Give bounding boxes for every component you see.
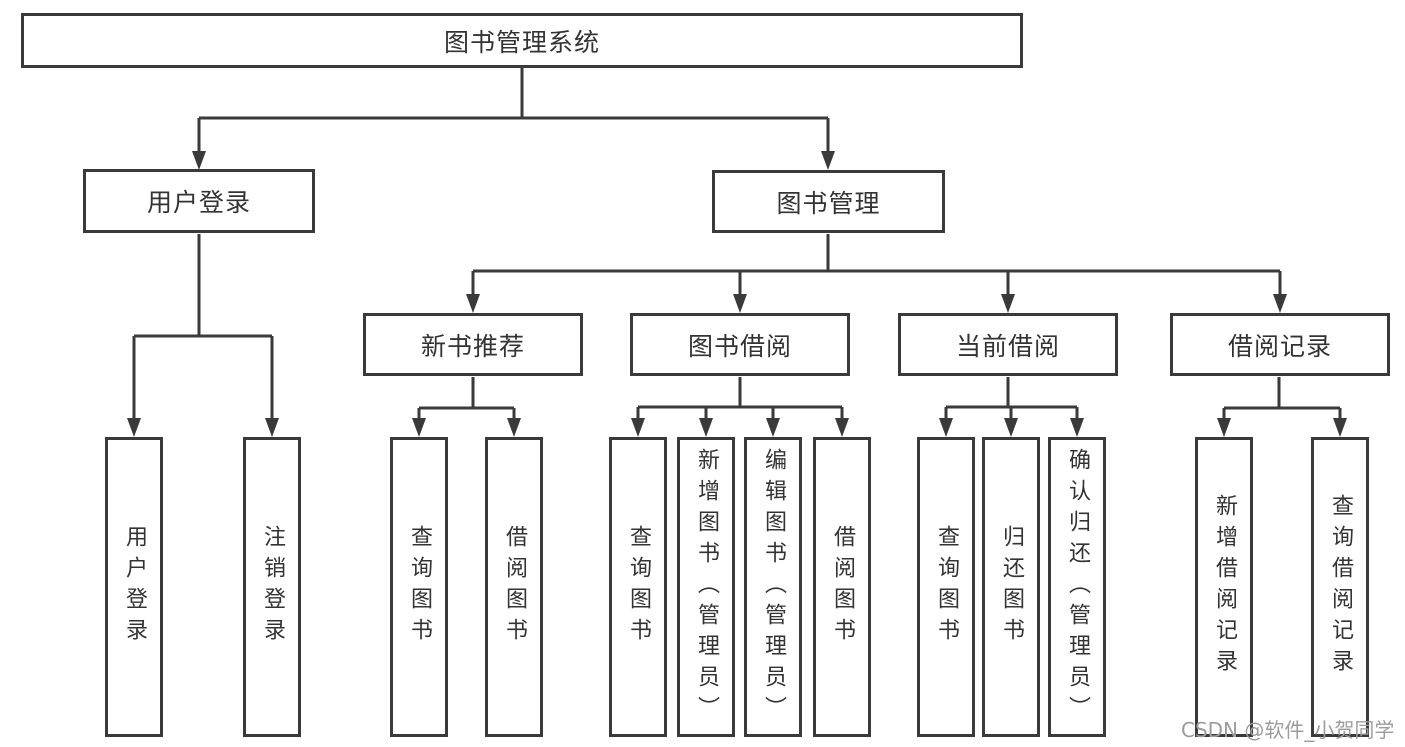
edge-bookmgmt-to-level3 [471,234,1282,296]
edge-bookborrow-to-leaves [636,377,844,420]
arrow-icon [1070,418,1084,437]
leaf-add-borrow-record: 新增借阅记录 [1195,437,1253,737]
arrow-icon [939,418,953,437]
edge-root-to-level2 [197,67,830,152]
arrow-icon [466,294,480,313]
leaf-logout: 注销登录 [243,437,301,737]
leaf-confirm-return-admin: 确认归还（管理员） [1048,437,1106,737]
arrow-icon [1217,418,1231,437]
arrow-icon [733,294,747,313]
leaf-borrow-books-recommend: 借阅图书 [485,437,543,737]
node-book-management: 图书管理 [712,170,945,233]
csdn-watermark: CSDN @软件_小贺同学 [1181,718,1395,742]
arrow-icon [835,418,849,437]
leaf-query-books-recommend: 查询图书 [390,437,448,737]
arrow-icon [507,418,521,437]
arrow-icon [1004,418,1018,437]
node-book-borrowing-label: 图书借阅 [687,331,792,361]
leaf-query-books-borrowing: 查询图书 [609,437,667,737]
arrow-icon [1001,294,1015,313]
node-borrowing-records-label: 借阅记录 [1227,331,1332,361]
node-new-book-recommend: 新书推荐 [363,313,583,376]
arrow-icon [631,418,645,437]
arrow-icon [412,418,426,437]
node-book-management-label: 图书管理 [776,188,881,218]
arrow-icon [699,418,713,437]
arrow-icon [1273,294,1287,313]
node-book-borrowing: 图书借阅 [630,313,850,376]
node-root: 图书管理系统 [21,13,1023,68]
node-user-login: 用户登录 [83,169,315,233]
leaf-return-book: 归还图书 [982,437,1040,737]
node-borrowing-records: 借阅记录 [1170,313,1390,376]
arrowheads [127,151,1347,437]
edge-newbookrec-to-leaves [417,377,516,420]
leaf-user-login: 用户登录 [105,437,163,737]
node-current-borrowing: 当前借阅 [898,313,1118,376]
arrow-icon [265,418,279,437]
edge-borrowrecords-to-leaves [1222,377,1342,420]
arrow-icon [1333,418,1347,437]
arrow-icon [821,151,835,170]
node-user-login-label: 用户登录 [146,188,251,217]
leaf-query-books-current: 查询图书 [917,437,975,737]
arrow-icon [127,418,141,437]
leaf-query-borrow-record: 查询借阅记录 [1311,437,1369,737]
edge-currentborrow-to-leaves [944,377,1079,420]
leaf-borrow-books: 借阅图书 [813,437,871,737]
edge-userlogin-to-leaves [132,234,274,420]
node-root-label: 图书管理系统 [443,27,600,57]
node-new-book-recommend-label: 新书推荐 [420,331,525,361]
leaf-edit-book-admin: 编辑图书（管理员） [744,437,802,737]
node-current-borrowing-label: 当前借阅 [955,331,1060,361]
leaf-add-book-admin: 新增图书（管理员） [677,437,735,737]
arrow-icon [766,418,780,437]
arrow-icon [192,151,206,170]
